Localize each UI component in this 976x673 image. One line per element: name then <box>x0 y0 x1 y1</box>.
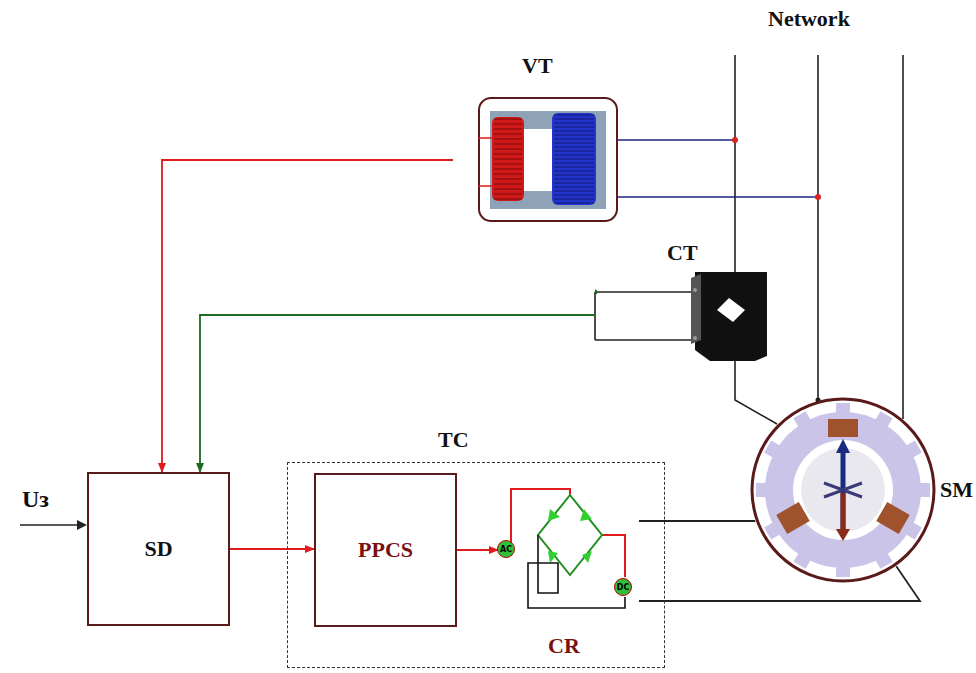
control-box: SD <box>87 472 230 626</box>
network-label: Network <box>768 6 850 32</box>
node-label: SD <box>144 536 172 562</box>
current-transformer-symbol <box>595 270 768 362</box>
signal-connector <box>457 549 498 551</box>
vt-secondary-wire <box>618 139 735 141</box>
node-label: SM <box>940 477 973 503</box>
node-label: PPCS <box>358 537 413 563</box>
control-box: PPCS <box>314 473 457 627</box>
signal-connector <box>639 520 755 522</box>
synchronous-machine-symbol <box>750 397 936 583</box>
transformer-symbol <box>478 97 618 222</box>
terminal-label: AC <box>497 540 515 558</box>
signal-connector <box>230 548 314 550</box>
node-label: CT <box>667 240 698 266</box>
vt-secondary-wire <box>618 196 818 198</box>
input-arrowhead <box>77 520 87 530</box>
node-label: TC <box>438 427 469 453</box>
current-transformer: CT <box>595 270 768 362</box>
node-label: CR <box>548 633 580 659</box>
machine-circle: SM <box>750 397 936 583</box>
signal-connector <box>162 160 453 472</box>
junction-dot <box>815 194 821 200</box>
node-label: VT <box>522 53 553 79</box>
signal-name: Uз <box>22 486 49 513</box>
converter-group: TCPPCSCR <box>287 462 665 668</box>
input-wire <box>20 524 80 526</box>
rectifier-box: CR <box>498 473 639 627</box>
terminal-label: DC <box>614 578 632 596</box>
ct-lead-wire <box>595 292 700 340</box>
signal-connector <box>200 315 595 472</box>
network-wire <box>735 55 777 424</box>
junction-dot <box>732 137 738 143</box>
voltage-transformer: VT <box>478 97 618 222</box>
network-wire <box>902 55 904 419</box>
rectifier-bridge-symbol <box>498 473 639 627</box>
network-wire <box>817 55 819 400</box>
